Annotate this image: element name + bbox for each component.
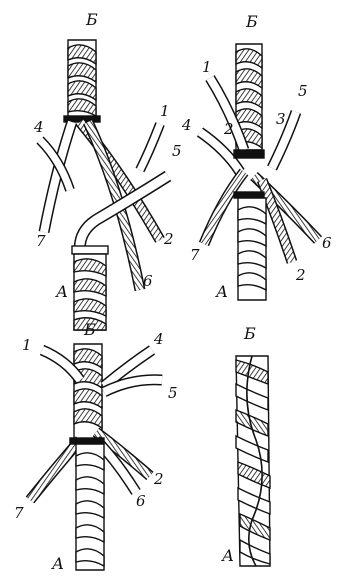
strand-label: 6 bbox=[136, 494, 146, 509]
strand-label: 1 bbox=[202, 60, 212, 75]
label-a-panel-1: А bbox=[56, 284, 68, 300]
strand-label: 5 bbox=[168, 386, 178, 401]
strand-label: 6 bbox=[322, 236, 332, 251]
panel-bottom-left bbox=[30, 344, 162, 570]
strand-label: 5 bbox=[172, 144, 182, 159]
strand-label: 3 bbox=[276, 112, 286, 127]
strand-label: 4 bbox=[182, 118, 192, 133]
label-a-panel-3: А bbox=[52, 556, 64, 572]
label-b-panel-2: Б bbox=[246, 14, 258, 30]
label-a-panel-4: А bbox=[222, 548, 234, 564]
strand-label: 1 bbox=[22, 338, 32, 353]
strand-label: 2 bbox=[296, 268, 306, 283]
rope-a-bottom bbox=[238, 198, 266, 300]
rope-a-bottom bbox=[76, 444, 104, 570]
strand-label: 7 bbox=[14, 506, 24, 521]
rope-a-bottom bbox=[72, 246, 108, 330]
strand-label: 7 bbox=[36, 234, 46, 249]
label-b-panel-4: Б bbox=[244, 326, 256, 342]
strand-label: 7 bbox=[190, 248, 200, 263]
label-b-panel-3: Б bbox=[84, 322, 96, 338]
strand-label: 2 bbox=[224, 122, 234, 137]
rope-b-top bbox=[74, 344, 102, 440]
strand-label: 4 bbox=[34, 120, 44, 135]
panel-bottom-right bbox=[236, 356, 270, 566]
label-a-panel-2: А bbox=[216, 284, 228, 300]
strand-label: 5 bbox=[298, 84, 308, 99]
strand-label: 6 bbox=[143, 274, 153, 289]
label-b-panel-1: Б bbox=[86, 12, 98, 28]
rope-b-top bbox=[64, 40, 100, 122]
strand-label: 2 bbox=[154, 472, 164, 487]
strand-label: 2 bbox=[164, 232, 174, 247]
strand-label: 1 bbox=[160, 104, 170, 119]
strand-label: 4 bbox=[154, 332, 164, 347]
